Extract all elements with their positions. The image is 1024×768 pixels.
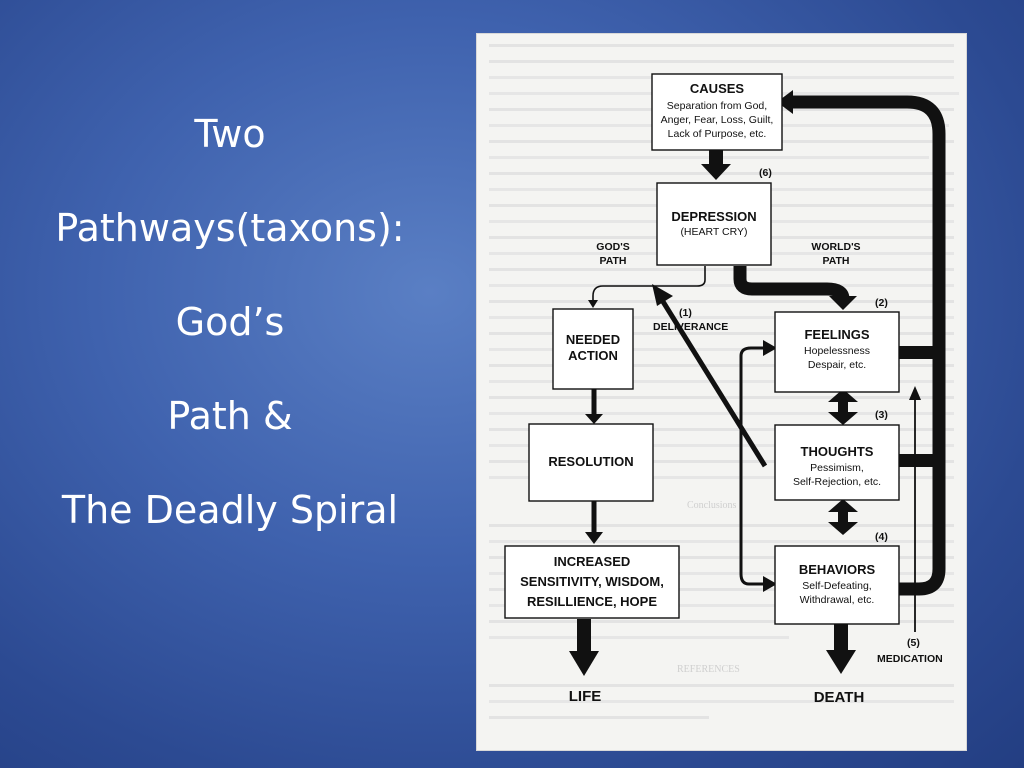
gods-path-label-2: PATH bbox=[599, 255, 626, 267]
arrow-resolution-to-increased bbox=[585, 501, 603, 544]
medication-step-number: (5) bbox=[907, 637, 920, 649]
death-label: DEATH bbox=[814, 689, 865, 706]
box-thoughts: THOUGHTS Pessimism, Self-Rejection, etc. bbox=[774, 424, 900, 501]
depression-subheading: (HEART CRY) bbox=[680, 226, 747, 238]
needed-action-line-2: ACTION bbox=[568, 348, 618, 363]
behaviors-heading: BEHAVIORS bbox=[799, 562, 876, 577]
deliverance-step-number: (1) bbox=[679, 307, 692, 319]
thoughts-line-2: Self-Rejection, etc. bbox=[793, 476, 881, 488]
causes-line-1: Separation from God, bbox=[667, 100, 767, 112]
box-resolution: RESOLUTION bbox=[528, 423, 654, 502]
arrow-causes-to-depression bbox=[701, 150, 731, 180]
feedback-loop-to-causes bbox=[777, 90, 946, 596]
thoughts-step-number: (3) bbox=[875, 409, 888, 421]
arrow-deliverance bbox=[652, 284, 768, 468]
behaviors-line-2: Withdrawal, etc. bbox=[800, 594, 875, 606]
worlds-path-label-2: PATH bbox=[822, 255, 849, 267]
causes-line-2: Anger, Fear, Loss, Guilt, bbox=[661, 114, 774, 126]
title-line-2: Pathways(taxons): bbox=[55, 206, 405, 250]
increased-line-3: RESILLIENCE, HOPE bbox=[527, 594, 657, 609]
title-line-5: The Deadly Spiral bbox=[61, 488, 399, 532]
arrow-thoughts-behaviors bbox=[828, 499, 858, 535]
depression-step-number: (6) bbox=[759, 167, 772, 179]
thoughts-heading: THOUGHTS bbox=[801, 444, 874, 459]
box-needed-action: NEEDED ACTION bbox=[552, 308, 634, 390]
background-heading-conclusions: Conclusions bbox=[687, 500, 737, 511]
thoughts-line-1: Pessimism, bbox=[810, 462, 864, 474]
arrow-depression-to-needed-action bbox=[588, 266, 706, 308]
arrow-increased-to-life bbox=[569, 619, 599, 676]
arrow-feelings-thoughts bbox=[828, 389, 858, 425]
resolution-heading: RESOLUTION bbox=[548, 454, 633, 469]
increased-line-2: SENSITIVITY, WISDOM, bbox=[520, 574, 664, 589]
feelings-line-2: Despair, etc. bbox=[808, 359, 866, 371]
feelings-heading: FEELINGS bbox=[804, 327, 869, 342]
feelings-line-1: Hopelessness bbox=[804, 345, 870, 357]
box-feelings: FEELINGS Hopelessness Despair, etc. bbox=[774, 311, 900, 393]
title-line-4: Path & bbox=[167, 394, 293, 438]
deliverance-label: DELIVERANCE bbox=[653, 321, 728, 333]
arrow-behaviors-to-feelings bbox=[739, 340, 777, 592]
life-label: LIFE bbox=[569, 688, 602, 705]
box-behaviors: BEHAVIORS Self-Defeating, Withdrawal, et… bbox=[774, 545, 900, 625]
causes-line-3: Lack of Purpose, etc. bbox=[668, 128, 767, 140]
medication-label: MEDICATION bbox=[877, 653, 943, 665]
slide-title: Two Pathways(taxons): God’s Path & The D… bbox=[20, 100, 440, 570]
needed-action-line-1: NEEDED bbox=[566, 332, 620, 347]
behaviors-line-1: Self-Defeating, bbox=[802, 580, 871, 592]
arrow-behaviors-to-death bbox=[826, 624, 856, 674]
background-heading-references: REFERENCES bbox=[677, 664, 740, 675]
flow-diagram-figure: Conclusions REFERENCES bbox=[477, 34, 966, 750]
arrow-depression-to-feelings bbox=[733, 266, 857, 310]
flow-diagram: Conclusions REFERENCES bbox=[489, 44, 959, 719]
causes-heading: CAUSES bbox=[690, 81, 745, 96]
arrow-needed-action-to-resolution bbox=[585, 389, 603, 424]
box-depression: DEPRESSION (HEART CRY) bbox=[656, 182, 772, 266]
arrow-medication bbox=[909, 386, 921, 632]
increased-line-1: INCREASED bbox=[554, 554, 631, 569]
box-increased: INCREASED SENSITIVITY, WISDOM, RESILLIEN… bbox=[504, 545, 680, 619]
feelings-step-number: (2) bbox=[875, 297, 888, 309]
depression-heading: DEPRESSION bbox=[671, 209, 756, 224]
title-line-1: Two bbox=[194, 112, 266, 156]
worlds-path-label-1: WORLD'S bbox=[811, 241, 860, 253]
gods-path-label-1: GOD'S bbox=[596, 241, 629, 253]
behaviors-step-number: (4) bbox=[875, 531, 888, 543]
title-line-3: God’s bbox=[175, 300, 285, 344]
box-causes: CAUSES Separation from God, Anger, Fear,… bbox=[651, 73, 783, 151]
